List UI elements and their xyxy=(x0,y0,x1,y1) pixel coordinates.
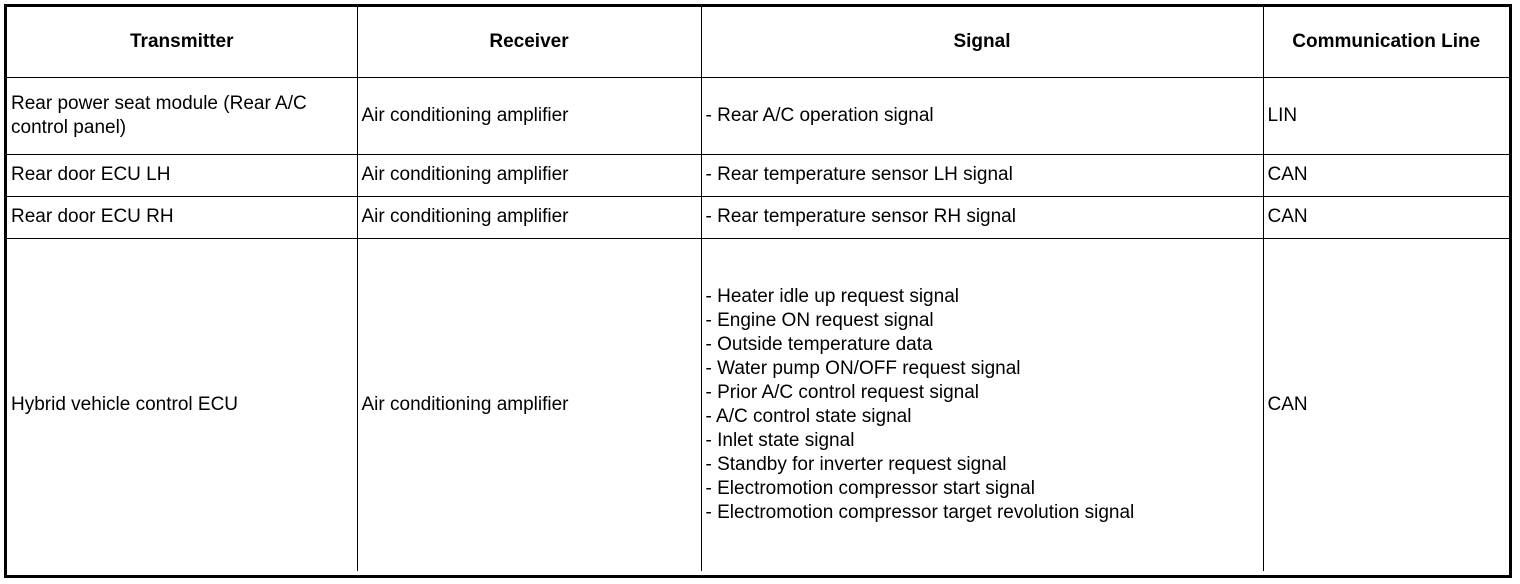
header-row: Transmitter Receiver Signal Communicatio… xyxy=(7,7,1509,78)
signal-item: - Heater idle up request signal xyxy=(705,285,959,307)
cell-signal: - Rear temperature sensor LH signal xyxy=(700,153,1264,197)
table-row: Rear door ECU RH Air conditioning amplif… xyxy=(7,195,1509,239)
cell-signal: - Heater idle up request signal - Engine… xyxy=(700,237,1264,571)
header-transmitter: Transmitter xyxy=(7,7,358,78)
signal-item: - A/C control state signal xyxy=(705,405,912,427)
signal-item: - Engine ON request signal xyxy=(705,309,934,331)
cell-transmitter: Rear power seat module (Rear A/C control… xyxy=(7,76,358,155)
cell-communication-line: CAN xyxy=(1262,237,1509,571)
cell-communication-line: LIN xyxy=(1262,76,1509,155)
table-row: Hybrid vehicle control ECU Air condition… xyxy=(7,237,1509,571)
communication-table-frame: Transmitter Receiver Signal Communicatio… xyxy=(4,4,1512,578)
cell-transmitter: Hybrid vehicle control ECU xyxy=(7,237,358,571)
cell-receiver: Air conditioning amplifier xyxy=(356,153,702,197)
cell-communication-line: CAN xyxy=(1262,153,1509,197)
signal-item: - Electromotion compressor target revolu… xyxy=(705,501,1135,523)
cell-transmitter: Rear door ECU RH xyxy=(7,195,358,239)
header-communication-line: Communication Line xyxy=(1262,7,1509,78)
signal-item: - Rear temperature sensor RH signal xyxy=(705,206,1016,227)
table-row: Rear power seat module (Rear A/C control… xyxy=(7,76,1509,155)
signal-item: - Prior A/C control request signal xyxy=(705,381,980,403)
table-row: Rear door ECU LH Air conditioning amplif… xyxy=(7,153,1509,197)
cell-receiver: Air conditioning amplifier xyxy=(356,237,702,571)
cell-receiver: Air conditioning amplifier xyxy=(356,195,702,239)
communication-table: Transmitter Receiver Signal Communicatio… xyxy=(7,7,1509,571)
signal-item: - Inlet state signal xyxy=(705,429,855,451)
header-signal: Signal xyxy=(700,7,1264,78)
signal-item: - Rear temperature sensor LH signal xyxy=(705,164,1013,185)
cell-signal: - Rear A/C operation signal xyxy=(700,76,1264,155)
signal-item: - Water pump ON/OFF request signal xyxy=(705,357,1021,379)
signal-item: - Outside temperature data xyxy=(705,333,933,355)
signal-item: - Rear A/C operation signal xyxy=(705,104,934,126)
cell-communication-line: CAN xyxy=(1262,195,1509,239)
cell-signal: - Rear temperature sensor RH signal xyxy=(700,195,1264,239)
cell-receiver: Air conditioning amplifier xyxy=(356,76,702,155)
cell-transmitter: Rear door ECU LH xyxy=(7,153,358,197)
signal-item: - Electromotion compressor start signal xyxy=(705,477,1035,499)
header-receiver: Receiver xyxy=(356,7,702,78)
signal-item: - Standby for inverter request signal xyxy=(705,453,1007,475)
